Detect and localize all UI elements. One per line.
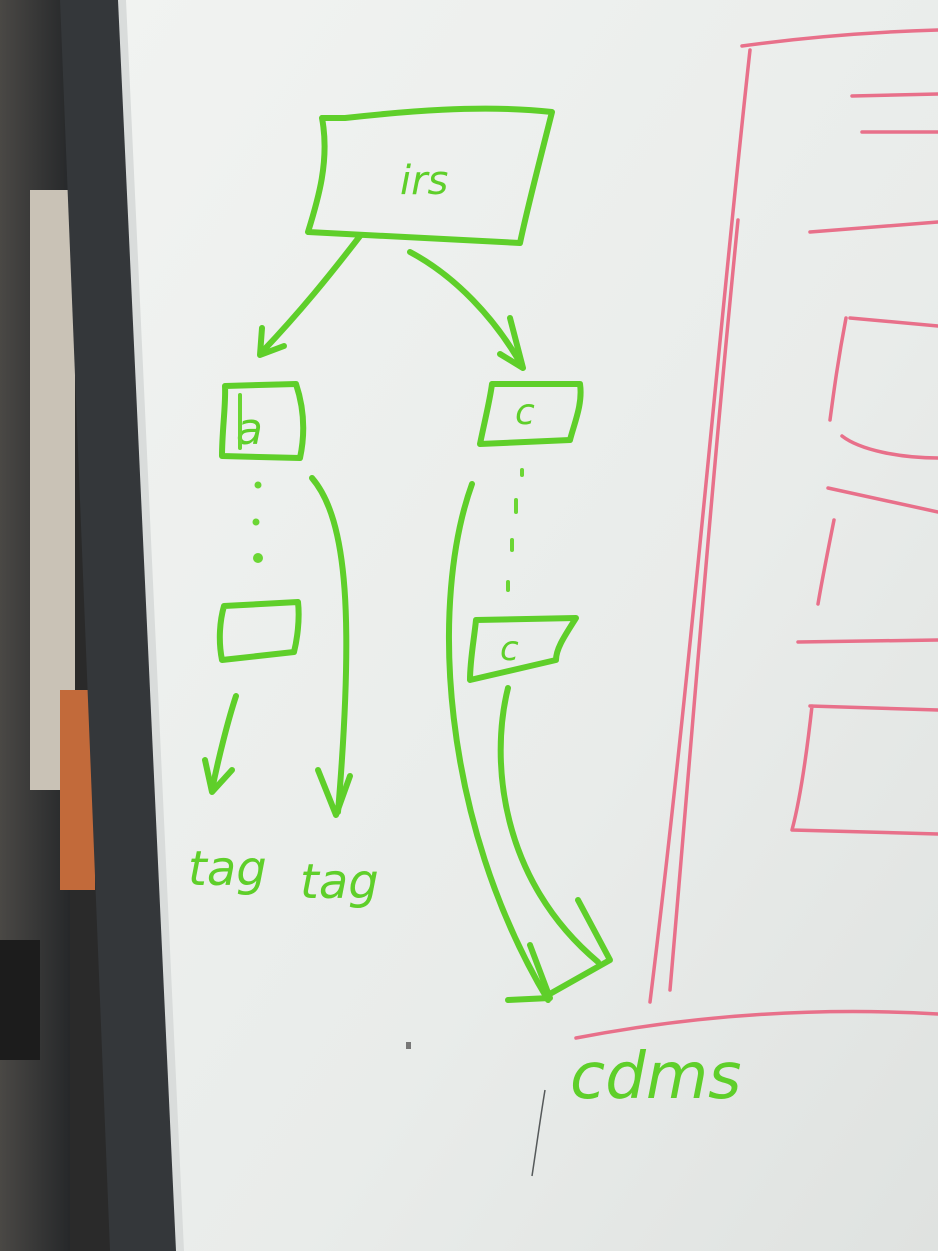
arrow-left-box-to-tag	[209, 693, 239, 793]
arrow-root-to-left-head	[257, 325, 287, 358]
arrow-left-top-to-tag-head	[315, 767, 353, 818]
root-box	[305, 105, 555, 246]
flow-diagram: irs a tag tag c c	[188, 105, 742, 1114]
red-tick	[808, 220, 938, 234]
root-label: irs	[400, 158, 448, 204]
arrow-right-bottom-to-sink	[497, 685, 601, 965]
red-line	[740, 28, 938, 48]
red-tick	[850, 92, 938, 98]
ellipsis-dot	[253, 553, 263, 563]
whiteboard-surface	[126, 0, 938, 1251]
right-bottom-box	[467, 615, 579, 683]
red-line-bottom	[574, 1009, 938, 1040]
sink-label: cdms	[570, 1040, 742, 1114]
arrow-left-top-to-tag	[309, 475, 350, 815]
right-top-box-label: c	[515, 392, 535, 433]
ellipsis-dot	[252, 518, 260, 526]
red-vertical-line-inner	[668, 218, 740, 992]
red-vertical-line	[648, 48, 752, 1004]
red-bracket	[828, 316, 938, 422]
arrow-right-bottom-to-sink-head	[545, 897, 613, 998]
arrow-root-to-right-head	[497, 315, 526, 371]
arrow-right-top-to-sink-head	[505, 942, 553, 1003]
left-bottom-box	[216, 599, 302, 663]
red-bracket	[790, 704, 938, 836]
arrow-right-top-to-sink	[446, 481, 551, 1003]
arrow-left-box-to-tag-head	[202, 757, 235, 795]
red-tick	[840, 434, 938, 460]
red-bracket	[816, 486, 938, 606]
red-sketch	[574, 28, 938, 1040]
board-scratch	[531, 1089, 546, 1177]
right-top-box	[477, 381, 584, 447]
right-bottom-box-label: c	[500, 629, 519, 669]
board-spot	[406, 1042, 411, 1049]
arrow-root-to-left	[259, 233, 363, 355]
ellipsis-dot	[254, 481, 262, 489]
left-top-box	[219, 381, 307, 461]
red-tick	[796, 638, 938, 644]
tag-label-left: tag	[188, 841, 267, 897]
board-frame-edge	[118, 0, 186, 1251]
arrow-root-to-right	[407, 249, 525, 369]
background-object	[0, 940, 40, 1060]
tag-label-right: tag	[300, 854, 379, 910]
board-frame	[60, 0, 178, 1251]
